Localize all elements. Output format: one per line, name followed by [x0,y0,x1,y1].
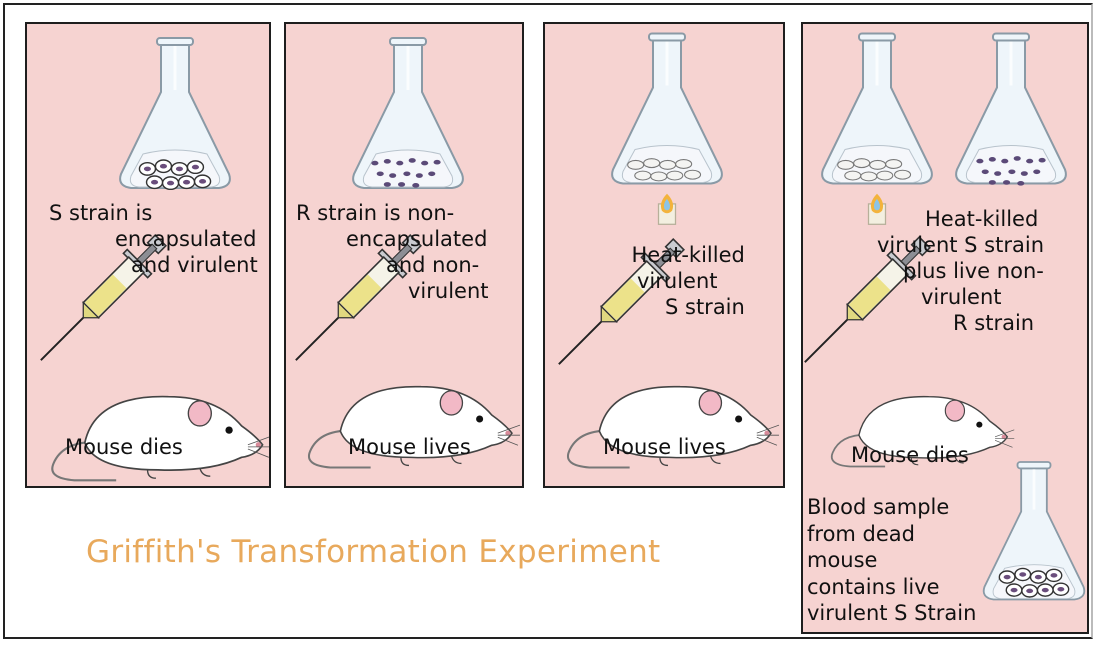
panel-2-label: R strain is non- encapsulated and non- v… [296,200,489,304]
panel-4-blood-sample: Blood sample from dead mouse contains li… [807,494,976,627]
panel-heat-killed: Heat-killed virulent S strain Mouse live… [543,22,785,488]
panel-4-label: Heat-killed virulent S strain plus live … [877,206,1044,336]
panel-mixed: Heat-killed virulent S strain plus live … [801,22,1089,634]
flask-icon [353,38,463,188]
panel-4-result: Mouse dies [851,442,969,468]
panel-1-result: Mouse dies [65,434,183,460]
panel-1-label: S strain is encapsulated and virulent [49,200,258,278]
flask-icon [956,34,1066,184]
panel-3-label: Heat-killed virulent S strain [627,242,745,320]
diagram-title: Griffith's Transformation Experiment [86,534,661,570]
panel-3-result: Mouse lives [603,434,726,460]
panel-2-result: Mouse lives [348,434,471,460]
flame-icon [659,194,676,225]
panel-r-strain: R strain is non- encapsulated and non- v… [284,22,524,488]
panel-s-strain: S strain is encapsulated and virulent Mo… [25,22,271,488]
